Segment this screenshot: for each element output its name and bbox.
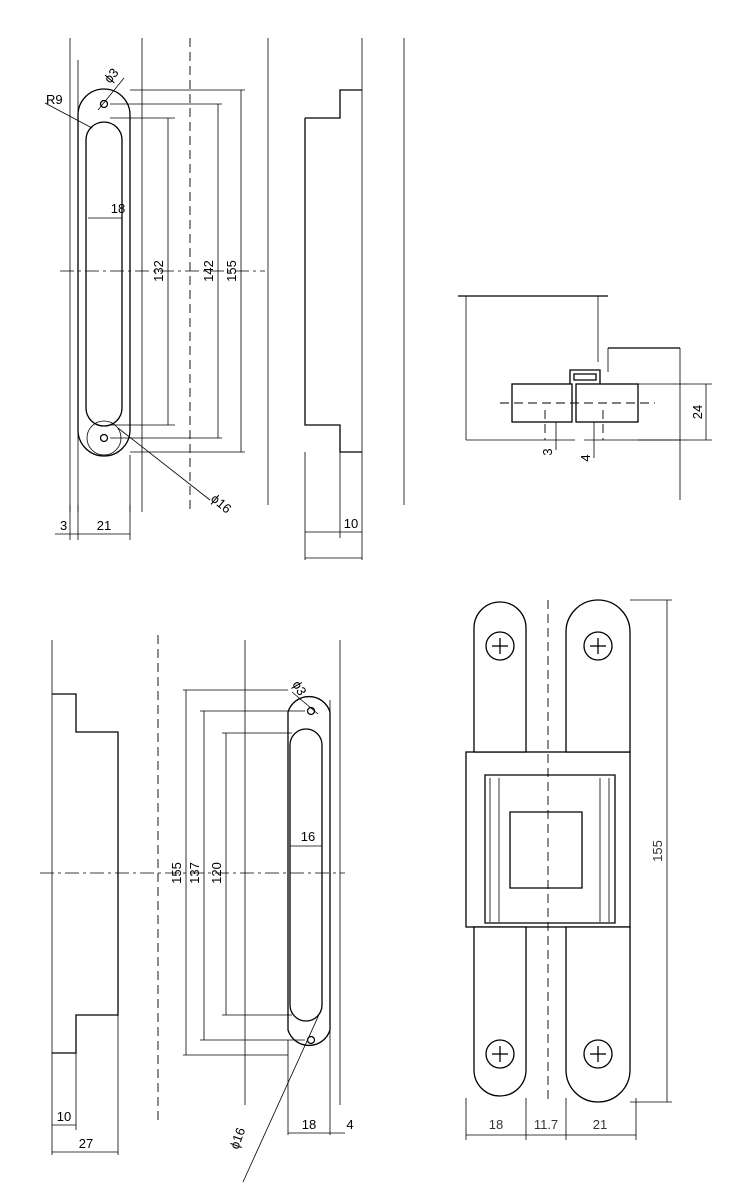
- dim-front-offset: 4: [346, 1117, 353, 1132]
- view-bottom-right-hinge: 155 18 11.7 21: [465, 599, 672, 1140]
- dim-front-hole-diameter: ϕ3: [289, 678, 309, 698]
- view-bottom-side: 10 27: [51, 635, 159, 1155]
- dim-offset: 3: [60, 518, 67, 533]
- dim-right-leaf: 21: [593, 1117, 607, 1132]
- dim-side-depth: 27: [79, 1136, 93, 1151]
- dim-slot-width: 18: [111, 201, 125, 216]
- dim-gap: 11.7: [534, 1117, 558, 1132]
- dim-gap-left: 3: [540, 448, 555, 455]
- dim-width: 21: [97, 518, 111, 533]
- dim-side-step: 10: [57, 1109, 71, 1124]
- view-top-right: 24 3 4: [458, 295, 712, 500]
- dim-front-slot-width: 16: [301, 829, 315, 844]
- dim-step: 10: [344, 516, 358, 531]
- dim-gap-right: 4: [578, 454, 593, 461]
- dim-front-hole-spacing: 137: [187, 862, 202, 884]
- dim-front-width: 18: [302, 1117, 316, 1132]
- dim-height: 24: [690, 405, 705, 419]
- screw-icon: [583, 631, 613, 661]
- dim-front-slot-length: 120: [209, 862, 224, 884]
- screw-icon: [485, 1039, 515, 1069]
- dim-end-diameter: ϕ16: [208, 491, 234, 516]
- dim-left-leaf: 18: [489, 1117, 503, 1132]
- dim-hinge-overall-length: 155: [650, 840, 665, 862]
- view-top-side: 10: [267, 38, 405, 560]
- screw-icon: [583, 1039, 613, 1069]
- view-bottom-front: 155 137 120 16 ϕ3 ϕ16 18 4: [40, 640, 354, 1183]
- dim-radius: R9: [46, 92, 63, 107]
- dim-front-overall-length: 155: [169, 862, 184, 884]
- dim-overall-length: 155: [224, 260, 239, 282]
- dim-slot-length: 132: [151, 260, 166, 282]
- dim-hole-spacing: 142: [201, 260, 216, 282]
- dim-front-end-diameter: ϕ16: [227, 1125, 249, 1151]
- view-top-left: 132 142 155 18 R9 ϕ3 ϕ16 3 21: [44, 38, 265, 540]
- screw-icon: [485, 631, 515, 661]
- dim-hole-diameter: ϕ3: [101, 65, 122, 86]
